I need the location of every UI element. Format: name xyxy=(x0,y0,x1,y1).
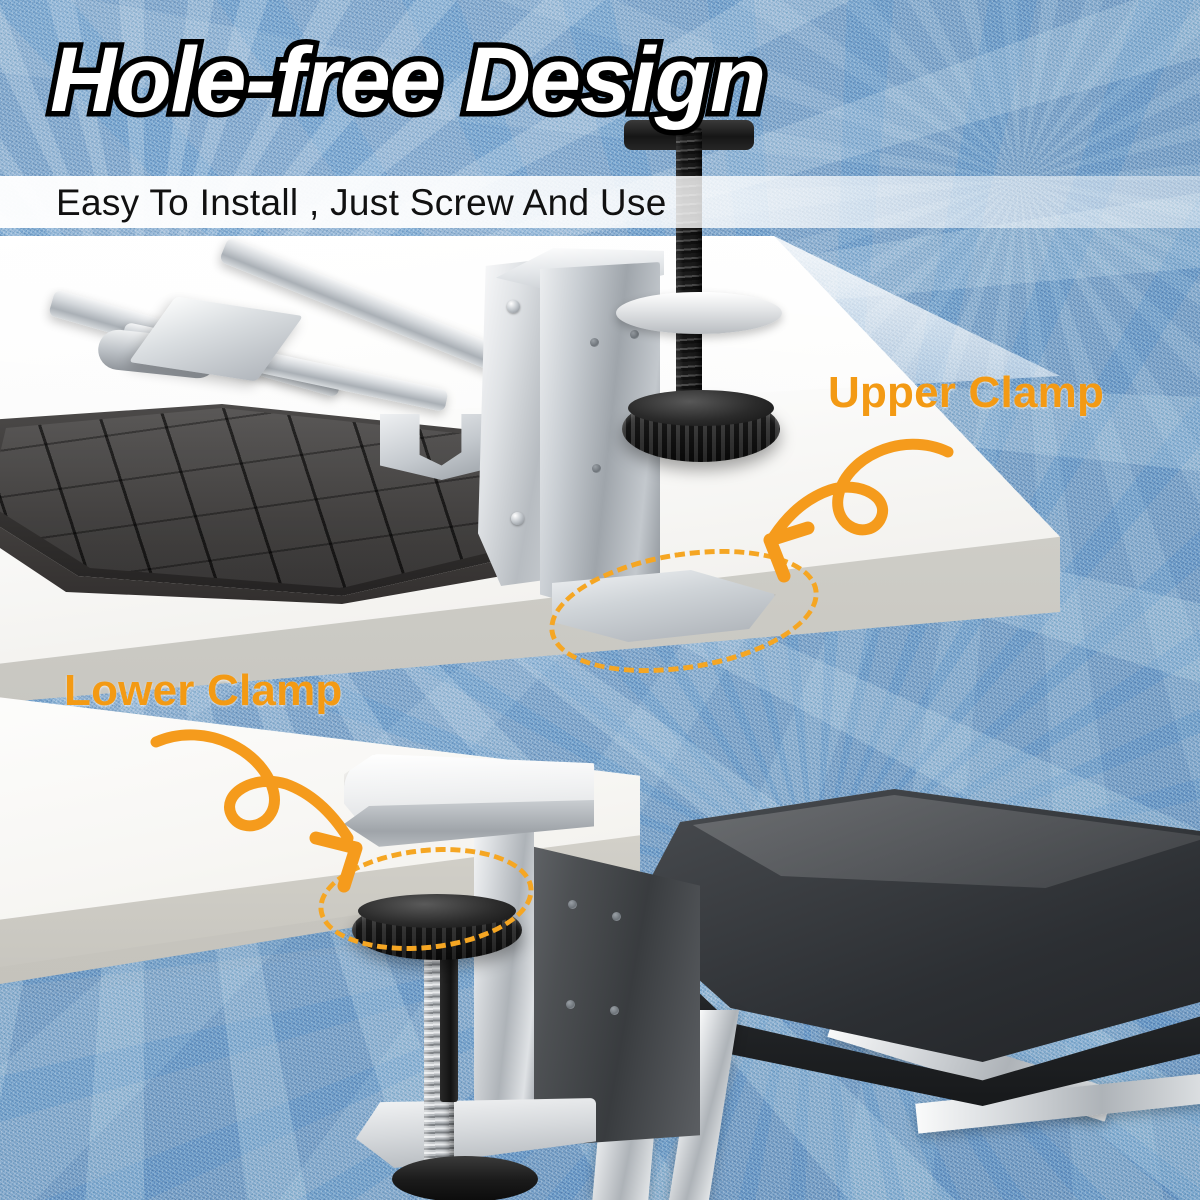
callout-lower-clamp-label: Lower Clamp xyxy=(64,666,343,715)
lower-clamp-knob-top-face xyxy=(358,894,516,928)
subtitle-band xyxy=(0,176,1200,228)
lower-clamp-arrow-icon xyxy=(150,729,363,893)
clamp-body-hole xyxy=(612,912,621,921)
clamp-body-hole xyxy=(566,1000,575,1009)
subtitle-text: Easy To Install , Just Screw And Use xyxy=(56,182,667,223)
upper-washer-plate xyxy=(616,292,782,334)
lower-clamp-foot-pad xyxy=(392,1156,538,1200)
upper-threaded-bolt xyxy=(676,128,702,418)
upper-knob-top-face xyxy=(628,390,774,426)
lower-clamp-vertical-plate xyxy=(474,800,534,1140)
page-title: Hole-free Design xyxy=(44,24,771,137)
clamp-body-hole xyxy=(568,900,577,909)
callout-upper-clamp-label: Upper Clamp xyxy=(828,368,1105,417)
bracket-rivet xyxy=(511,512,524,525)
bracket-hole xyxy=(592,464,601,473)
bracket-rivet xyxy=(507,300,520,313)
clamp-body-hole xyxy=(610,1006,619,1015)
bracket-hole xyxy=(590,338,599,347)
bracket-hole xyxy=(630,330,639,339)
upper-clamp-arrow-icon xyxy=(763,438,954,583)
